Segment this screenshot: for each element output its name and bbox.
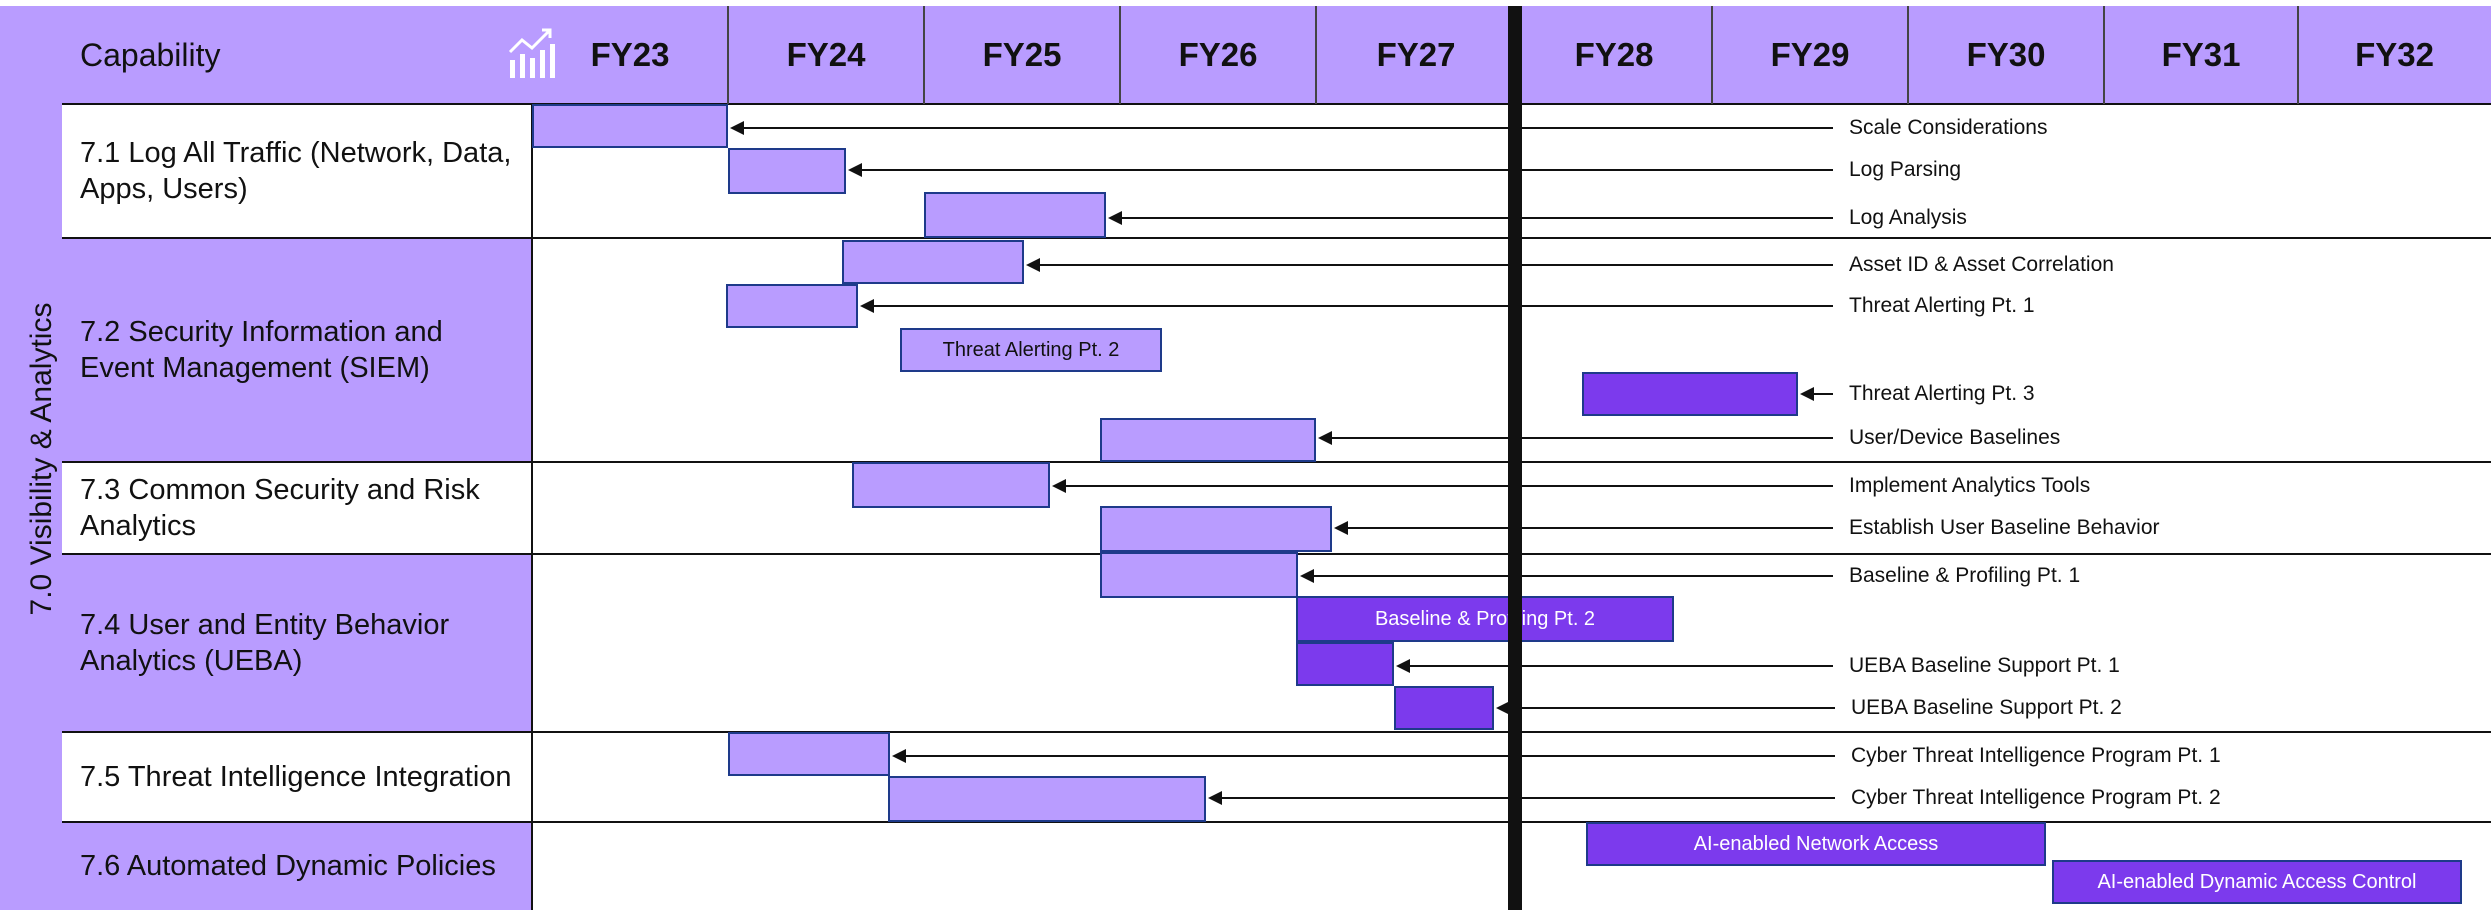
task-bar-label: Threat Alerting Pt. 2 bbox=[942, 338, 1120, 361]
task-bar: AI-enabled Dynamic Access Control bbox=[2052, 860, 2462, 904]
task-label: Cyber Threat Intelligence Program Pt. 2 bbox=[1851, 786, 2221, 809]
task-bar bbox=[1582, 372, 1798, 416]
arrowhead-icon bbox=[1208, 791, 1222, 805]
capability-label: 7.4 User and Entity Behavior Analytics (… bbox=[80, 609, 450, 677]
arrowhead-icon bbox=[860, 299, 874, 313]
year-header-fy29: FY29 bbox=[1770, 36, 1850, 73]
task-bar bbox=[728, 148, 846, 194]
year-header-fy24: FY24 bbox=[786, 36, 866, 73]
task-label: Cyber Threat Intelligence Program Pt. 1 bbox=[1851, 744, 2221, 767]
year-header-fy28: FY28 bbox=[1574, 36, 1654, 73]
year-divider bbox=[2103, 6, 2105, 104]
task-bar bbox=[888, 776, 1206, 822]
header-row bbox=[62, 6, 2491, 104]
task-bar bbox=[852, 462, 1050, 508]
task-label: Threat Alerting Pt. 1 bbox=[1849, 294, 2035, 317]
task-bar bbox=[1296, 642, 1394, 686]
year-divider bbox=[2297, 6, 2299, 104]
task-label: User/Device Baselines bbox=[1849, 426, 2061, 449]
task-bar: AI-enabled Network Access bbox=[1586, 822, 2046, 866]
label-column-divider bbox=[531, 104, 533, 910]
year-header-fy30: FY30 bbox=[1966, 36, 2046, 73]
arrowhead-icon bbox=[1026, 258, 1040, 272]
year-divider bbox=[1119, 6, 1121, 104]
task-bar bbox=[532, 104, 728, 148]
task-bar bbox=[1100, 552, 1298, 598]
task-bar-label: AI-enabled Network Access bbox=[1693, 832, 1939, 855]
task-bar: Threat Alerting Pt. 2 bbox=[900, 328, 1162, 372]
arrowhead-icon bbox=[1318, 431, 1332, 445]
task-bar-label: Baseline & Profiling Pt. 2 bbox=[1374, 607, 1596, 630]
row-shading bbox=[62, 822, 532, 910]
year-header-fy27: FY27 bbox=[1376, 36, 1456, 73]
row-divider bbox=[62, 237, 2491, 239]
row-shading bbox=[62, 554, 532, 732]
capability-label: 7.1 Log All Traffic (Network, Data, Apps… bbox=[80, 137, 512, 205]
arrowhead-icon bbox=[848, 163, 862, 177]
task-label: Baseline & Profiling Pt. 1 bbox=[1849, 564, 2081, 587]
arrowhead-icon bbox=[1496, 701, 1510, 715]
row-shading bbox=[62, 238, 532, 462]
task-bar bbox=[728, 732, 890, 776]
row-divider bbox=[62, 461, 2491, 463]
arrowhead-icon bbox=[1396, 659, 1410, 673]
year-divider bbox=[727, 6, 729, 104]
year-header-fy25: FY25 bbox=[982, 36, 1062, 73]
task-bar bbox=[924, 192, 1106, 238]
row-divider bbox=[62, 821, 2491, 823]
arrowhead-icon bbox=[1108, 211, 1122, 225]
task-bar: Baseline & Profiling Pt. 2 bbox=[1296, 596, 1674, 642]
year-divider bbox=[1315, 6, 1317, 104]
header-divider bbox=[62, 103, 2491, 105]
task-label: Log Parsing bbox=[1849, 158, 1962, 181]
task-label: UEBA Baseline Support Pt. 2 bbox=[1851, 696, 2122, 719]
year-divider bbox=[923, 6, 925, 104]
year-header-fy31: FY31 bbox=[2161, 36, 2241, 73]
capability-header: Capability bbox=[80, 37, 221, 73]
bar-chart-icon bbox=[508, 28, 555, 78]
task-bar bbox=[1100, 418, 1316, 462]
task-label: Asset ID & Asset Correlation bbox=[1849, 253, 2114, 276]
task-bar bbox=[1100, 506, 1332, 552]
current-year-marker bbox=[1508, 6, 1522, 910]
task-bar bbox=[1394, 686, 1494, 730]
year-header-fy23: FY23 bbox=[590, 36, 670, 73]
year-divider bbox=[1907, 6, 1909, 104]
arrowhead-icon bbox=[730, 121, 744, 135]
task-label: Threat Alerting Pt. 3 bbox=[1849, 382, 2035, 405]
task-label: Log Analysis bbox=[1849, 206, 1967, 229]
arrowhead-icon bbox=[1800, 387, 1814, 401]
capability-label: 7.6 Automated Dynamic Policies bbox=[80, 850, 496, 882]
year-divider bbox=[1711, 6, 1713, 104]
task-bar-label: AI-enabled Dynamic Access Control bbox=[2097, 870, 2417, 893]
pillar-band bbox=[0, 6, 62, 910]
capability-label: 7.2 Security Information and Event Manag… bbox=[80, 316, 443, 384]
capability-label: 7.3 Common Security and Risk Analytics bbox=[80, 474, 480, 542]
row-divider bbox=[62, 731, 2491, 733]
task-label: Establish User Baseline Behavior bbox=[1849, 516, 2160, 539]
task-label: UEBA Baseline Support Pt. 1 bbox=[1849, 654, 2120, 677]
capability-label: 7.5 Threat Intelligence Integration bbox=[80, 761, 512, 793]
arrowhead-icon bbox=[1052, 479, 1066, 493]
task-label: Implement Analytics Tools bbox=[1849, 474, 2091, 497]
year-header-fy32: FY32 bbox=[2355, 36, 2434, 73]
year-header-fy26: FY26 bbox=[1178, 36, 1258, 73]
task-label: Scale Considerations bbox=[1849, 116, 2048, 139]
arrowhead-icon bbox=[1334, 521, 1348, 535]
task-bar bbox=[842, 240, 1024, 284]
arrowhead-icon bbox=[1300, 569, 1314, 583]
task-bar bbox=[726, 284, 858, 328]
arrowhead-icon bbox=[892, 749, 906, 763]
